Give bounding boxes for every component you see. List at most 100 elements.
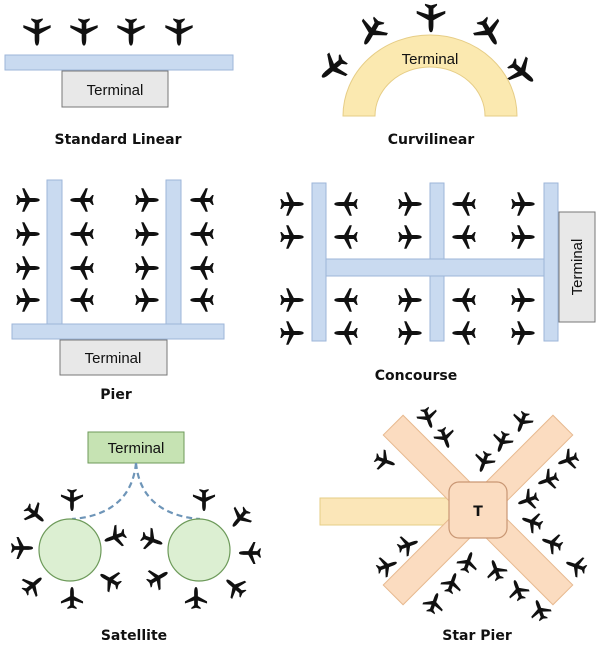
panel-curvilinear: Terminal Curvilinear <box>312 3 543 148</box>
pier-finger <box>46 179 63 326</box>
airplane-icon <box>514 486 542 514</box>
terminal-label: Terminal <box>87 82 144 99</box>
airplane-icon <box>420 589 448 617</box>
airplane-icon <box>70 256 94 280</box>
terminal-box <box>61 70 169 108</box>
airplane-icon <box>452 321 476 345</box>
panel-standard-linear: Terminal Standard Linear <box>4 18 234 148</box>
airplane-icon <box>190 256 214 280</box>
gate-aircraft-group <box>23 18 193 46</box>
airplane-icon <box>511 321 535 345</box>
airplane-icon <box>452 192 476 216</box>
airplane-icon <box>416 3 446 33</box>
airplane-icon <box>137 525 167 555</box>
linear-concourse <box>4 54 234 71</box>
airplane-icon <box>482 556 510 584</box>
curved-terminal <box>342 34 518 117</box>
underground-connector <box>71 462 138 521</box>
terminal-label: Terminal <box>402 51 459 68</box>
caption-pier: Pier <box>100 387 132 403</box>
airplane-icon <box>511 192 535 216</box>
airplane-icon <box>562 552 590 580</box>
airplane-icon <box>224 502 256 534</box>
airplane-icon <box>16 256 40 280</box>
airplane-icon <box>70 288 94 312</box>
airplane-icon <box>60 488 84 512</box>
airplane-icon <box>70 18 98 46</box>
airplane-icon <box>452 225 476 249</box>
caption-concourse: Concourse <box>375 368 457 384</box>
airplane-icon <box>19 498 51 530</box>
airplane-icon <box>511 288 535 312</box>
caption-curvilinear: Curvilinear <box>388 132 475 148</box>
airplane-icon <box>165 18 193 46</box>
airplane-icon <box>554 446 582 474</box>
terminal-box <box>59 339 168 376</box>
airplane-icon <box>184 586 208 610</box>
terminal-label: Terminal <box>569 239 586 296</box>
airplane-icon <box>94 564 126 596</box>
panel-concourse: Terminal Concourse <box>280 182 596 384</box>
airplane-icon <box>16 288 40 312</box>
airplane-icon <box>414 404 442 432</box>
airplane-icon <box>518 508 546 536</box>
airplane-icon <box>60 586 84 610</box>
airplane-icon <box>280 192 304 216</box>
airplane-icon <box>511 225 535 249</box>
airplane-icon <box>398 192 422 216</box>
airplane-icon <box>452 288 476 312</box>
concourse-finger <box>543 182 559 342</box>
airplane-icon <box>117 18 145 46</box>
airplane-icon <box>312 47 354 89</box>
panel-pier: Terminal Pier <box>11 179 225 403</box>
terminal-hub <box>448 481 508 539</box>
airplane-icon <box>280 288 304 312</box>
terminal-box <box>558 211 596 323</box>
caption-satellite: Satellite <box>101 628 167 644</box>
concourse-connector <box>325 258 545 277</box>
airplane-icon <box>70 188 94 212</box>
airplane-icon <box>10 536 34 560</box>
airplane-icon <box>135 188 159 212</box>
airplane-icon <box>508 408 536 436</box>
panel-satellite: Terminal Satellite <box>10 431 262 644</box>
satellite-building <box>167 518 231 582</box>
airplane-icon <box>23 18 51 46</box>
satellite-building <box>38 518 102 582</box>
caption-star-pier: Star Pier <box>442 628 512 644</box>
airplane-icon <box>371 447 399 475</box>
airplane-icon <box>470 448 498 476</box>
access-corridor <box>319 497 451 526</box>
airplane-icon <box>334 225 358 249</box>
airplane-icon <box>280 321 304 345</box>
airplane-icon <box>190 188 214 212</box>
gate-aircraft-group <box>16 188 214 312</box>
airplane-icon <box>219 571 251 603</box>
airplane-icon <box>192 488 216 512</box>
airplane-icon <box>16 188 40 212</box>
airplane-icon <box>398 321 422 345</box>
airplane-icon <box>17 569 49 601</box>
airplane-icon <box>100 522 130 552</box>
airplane-icon <box>190 222 214 246</box>
airplane-icon <box>238 541 262 565</box>
concourse-finger <box>311 182 327 342</box>
airplane-icon <box>454 548 482 576</box>
airplane-icon <box>16 222 40 246</box>
airplane-icon <box>135 256 159 280</box>
airplane-icon <box>538 529 566 557</box>
airplane-icon <box>142 562 174 594</box>
airplane-icon <box>190 288 214 312</box>
airplane-icon <box>280 225 304 249</box>
airplane-icon <box>398 225 422 249</box>
airplane-icon <box>352 12 392 52</box>
airplane-icon <box>438 569 466 597</box>
caption-standard-linear: Standard Linear <box>55 132 182 148</box>
pier-connector <box>11 323 225 340</box>
airplane-icon <box>135 222 159 246</box>
underground-connector <box>134 462 201 521</box>
terminal-label: Terminal <box>85 350 142 367</box>
airplane-icon <box>334 321 358 345</box>
airplane-icon <box>504 576 532 604</box>
